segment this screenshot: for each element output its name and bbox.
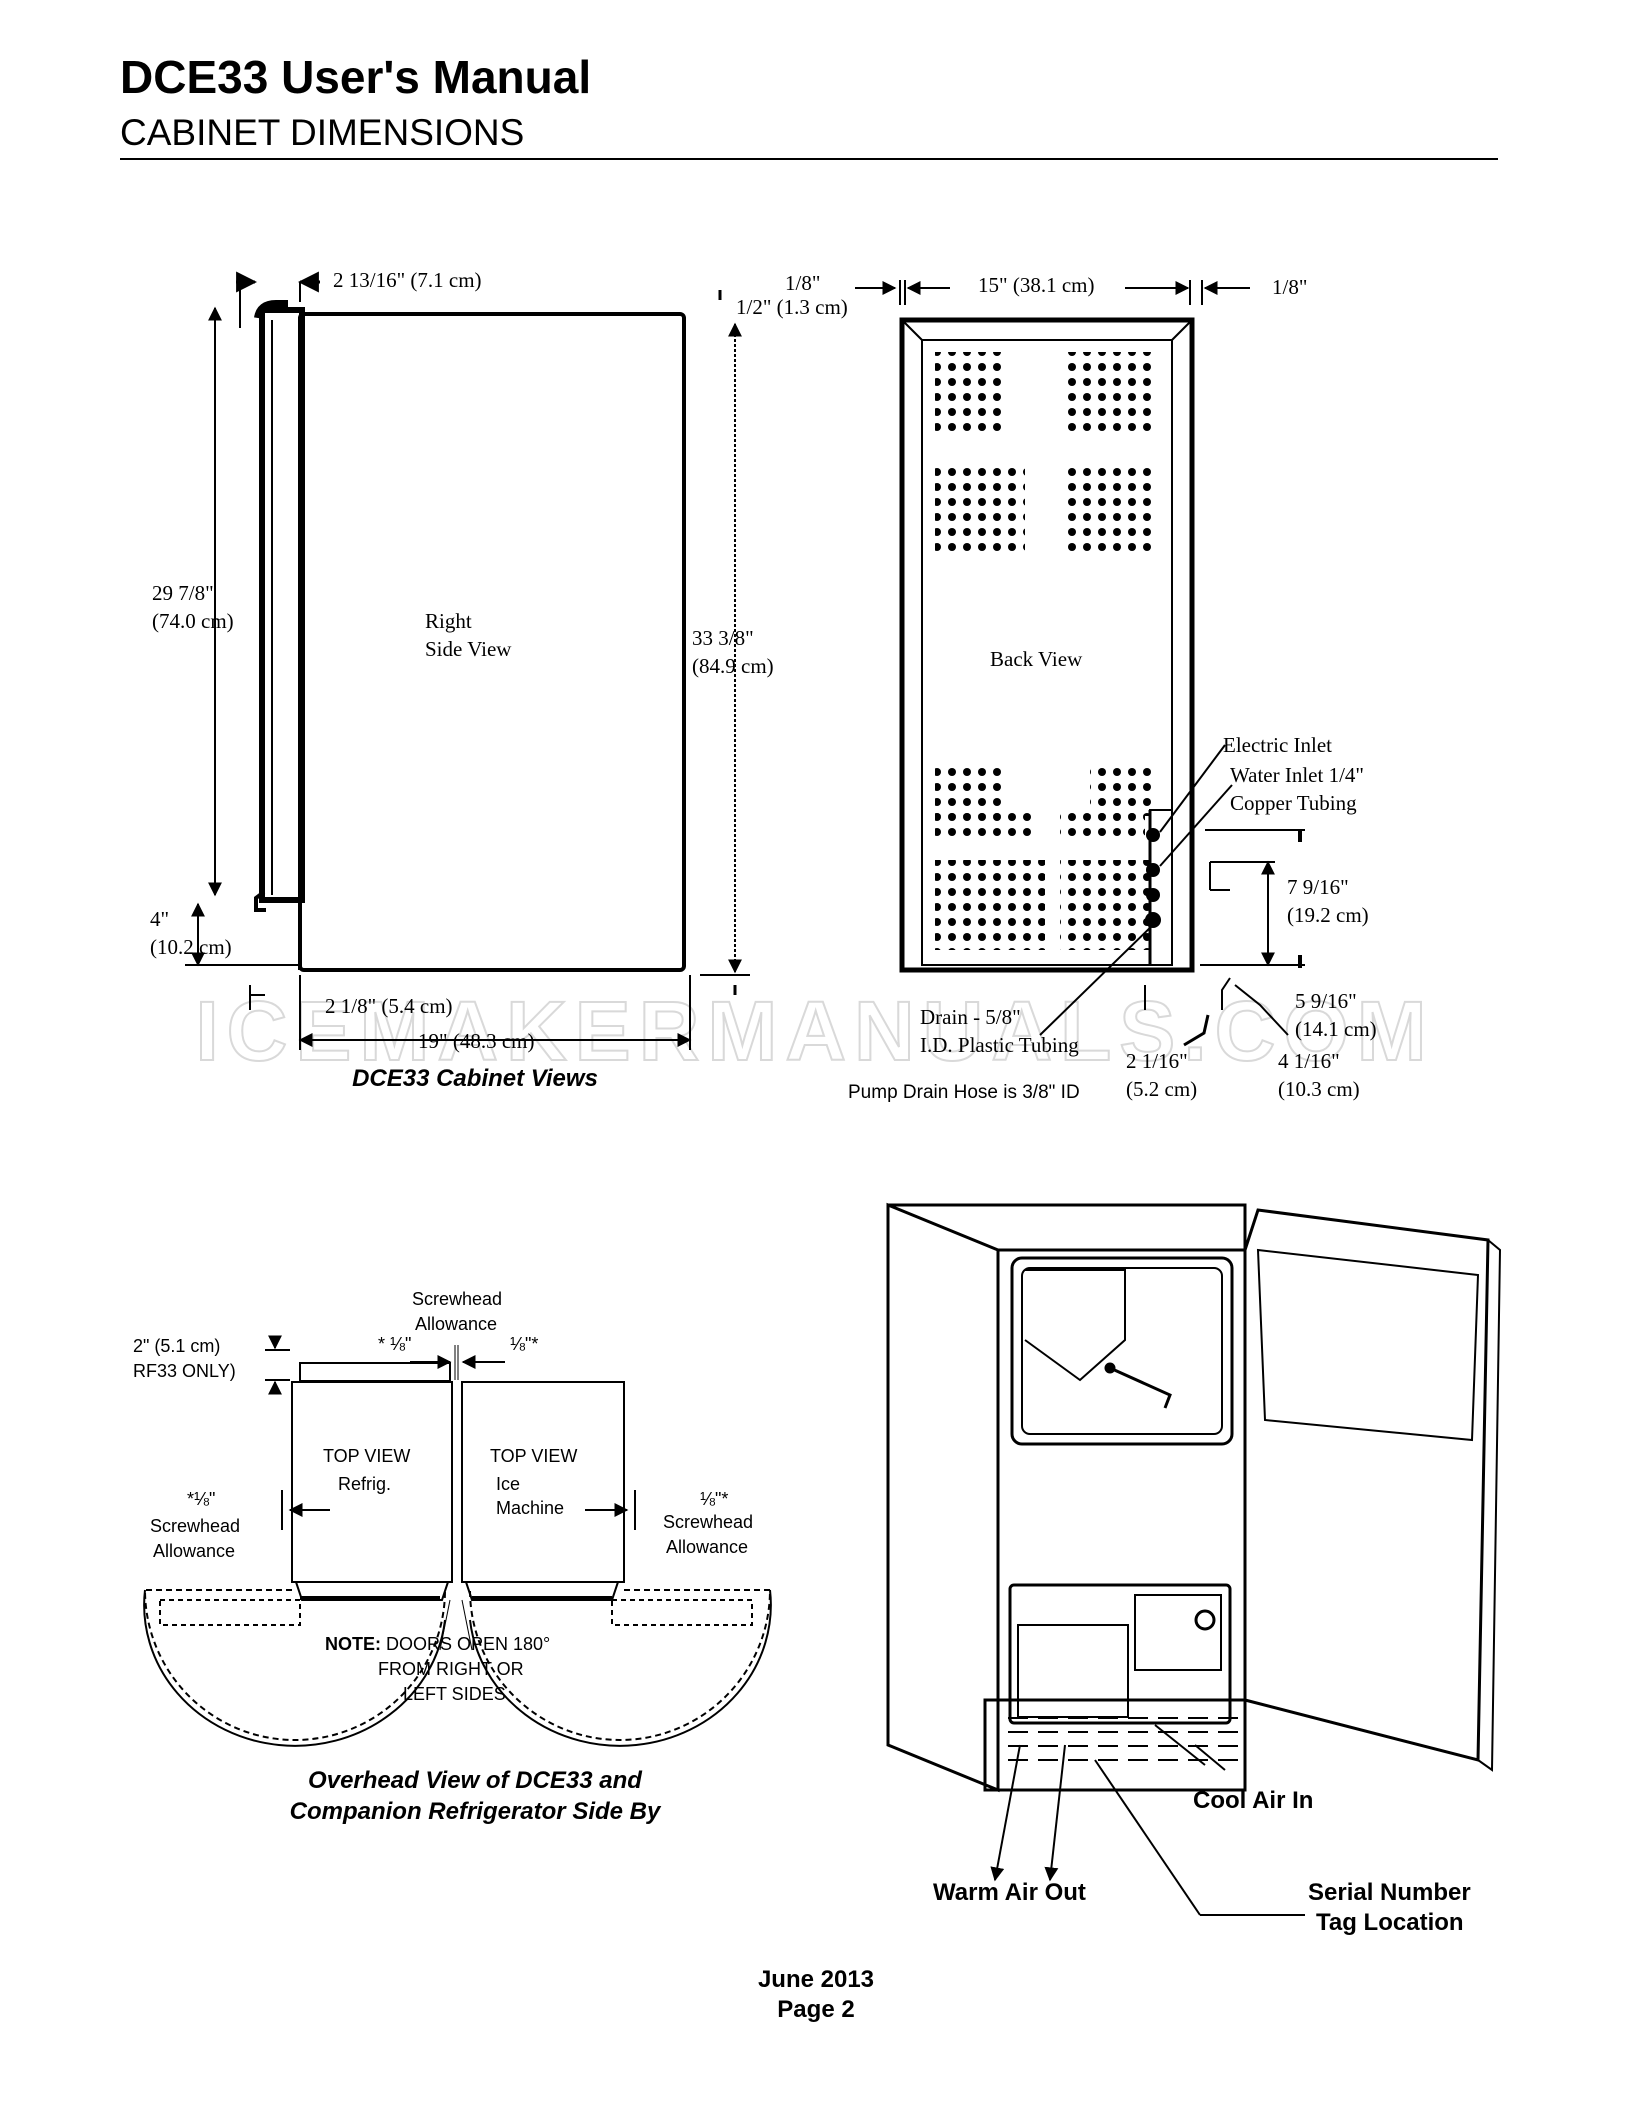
footer-date: June 2013 — [757, 1966, 875, 1993]
eighth-left-side: *⅛" — [187, 1489, 215, 1509]
drain-label-1: Drain - 5/8" — [920, 1005, 1021, 1029]
side-dim-height-cm: (74.0 cm) — [152, 609, 234, 633]
caption-overhead-2: Companion Refrigerator Side By — [289, 1798, 661, 1825]
back-dim-left: 1/8" — [785, 271, 820, 295]
machine-label: Machine — [496, 1498, 564, 1518]
water-inlet-label-1: Water Inlet 1/4" — [1230, 763, 1364, 787]
left-door-swing — [143, 1589, 446, 1741]
side-dim-base-cm: (10.2 cm) — [150, 935, 232, 959]
eighth-right-top: ⅛"* — [510, 1334, 538, 1354]
doors-note-3: LEFT SIDES — [403, 1684, 506, 1704]
back-dim-5-in: 5 9/16" — [1295, 989, 1357, 1013]
back-dim-2-in: 2 1/16" — [1126, 1049, 1188, 1073]
side-dim-base-in: 4" — [150, 907, 169, 931]
side-dim-height-in: 29 7/8" — [152, 581, 214, 605]
eighth-right-side: ⅛"* — [700, 1489, 728, 1509]
back-dim-2-cm: (5.2 cm) — [1126, 1077, 1197, 1101]
back-dimensions — [855, 280, 1305, 1047]
back-dim-4-in: 4 1/16" — [1278, 1049, 1340, 1073]
perspective-leaders — [990, 1724, 1305, 1916]
pump-drain-note: Pump Drain Hose is 3/8" ID — [848, 1082, 1080, 1103]
side-view — [185, 271, 750, 1050]
screwhead-left-2: Allowance — [153, 1541, 235, 1561]
perspective-view — [886, 1202, 1502, 1793]
doors-note-bold: NOTE: — [325, 1634, 381, 1654]
drain-label-2: I.D. Plastic Tubing — [920, 1033, 1079, 1057]
back-dim-5-cm: (14.1 cm) — [1295, 1017, 1377, 1041]
side-door — [259, 307, 305, 903]
doors-note-rest: DOORS OPEN 180° — [381, 1634, 550, 1654]
footer-page: Page 2 — [777, 1996, 855, 2023]
back-vents — [935, 352, 1155, 950]
back-dim-width: 15" (38.1 cm) — [978, 273, 1094, 297]
back-dim-7-in: 7 9/16" — [1287, 875, 1349, 899]
doors-note-2: FROM RIGHT OR — [378, 1659, 524, 1679]
overhead-view — [143, 1335, 772, 1747]
side-view-label-1: Right — [425, 609, 472, 633]
caption-cabinet-views: DCE33 Cabinet Views — [352, 1065, 598, 1092]
ice-compartment — [1010, 1256, 1234, 1446]
doors-note-1: NOTE: DOORS OPEN 180° — [325, 1634, 550, 1654]
side-dim-total-cm: (84.9 cm) — [692, 654, 774, 678]
side-dim-total-in: 33 3/8" — [692, 626, 754, 650]
side-handle — [254, 300, 288, 319]
page-subtitle: CABINET DIMENSIONS — [120, 112, 525, 153]
cabinet-front — [996, 1248, 1247, 1792]
cabinet-side — [886, 1202, 1000, 1793]
side-dim-depth: 19" (48.3 cm) — [418, 1029, 534, 1053]
dim-2in: 2" (5.1 cm) — [133, 1336, 220, 1356]
refrig-label: Refrig. — [338, 1474, 391, 1494]
cool-air-in-label: Cool Air In — [1193, 1787, 1313, 1814]
right-door-swing — [469, 1589, 772, 1741]
screwhead-top-2: Allowance — [415, 1314, 497, 1334]
back-connectors — [1145, 828, 1161, 928]
side-dim-top: 2 13/16" (7.1 cm) — [333, 268, 482, 292]
water-inlet-label-2: Copper Tubing — [1230, 791, 1357, 815]
side-view-label-2: Side View — [425, 637, 512, 661]
ice-machine-box — [461, 1381, 625, 1583]
eighth-left-top: * ⅛" — [378, 1334, 411, 1354]
header-rule — [120, 158, 1498, 160]
lower-panel — [1008, 1583, 1232, 1725]
screwhead-right-2: Allowance — [666, 1537, 748, 1557]
back-dim-right: 1/8" — [1272, 275, 1307, 299]
page-title: DCE33 User's Manual — [120, 51, 592, 103]
top-view-right: TOP VIEW — [490, 1446, 577, 1466]
back-dim-4-cm: (10.3 cm) — [1278, 1077, 1360, 1101]
caption-overhead-1: Overhead View of DCE33 and — [308, 1767, 642, 1794]
side-dim-toe: 2 1/8" (5.4 cm) — [325, 994, 453, 1018]
serial-label-1: Serial Number — [1308, 1879, 1471, 1906]
rf33-only: RF33 ONLY) — [133, 1361, 236, 1381]
open-door — [1243, 1208, 1490, 1762]
side-dim-top-offset: 1/2" (1.3 cm) — [736, 295, 848, 319]
back-cabinet-frame — [899, 317, 1195, 973]
screwhead-left-1: Screwhead — [150, 1516, 240, 1536]
warm-air-out-label: Warm Air Out — [933, 1879, 1086, 1906]
screwhead-right-1: Screwhead — [663, 1512, 753, 1532]
grille-slots — [1008, 1717, 1238, 1761]
back-view-label: Back View — [990, 647, 1083, 671]
serial-label-2: Tag Location — [1316, 1909, 1464, 1936]
back-dim-7-cm: (19.2 cm) — [1287, 903, 1369, 927]
electric-inlet-label: Electric Inlet — [1223, 733, 1332, 757]
top-view-left: TOP VIEW — [323, 1446, 410, 1466]
screwhead-top-1: Screwhead — [412, 1289, 502, 1309]
ice-label: Ice — [496, 1474, 520, 1494]
